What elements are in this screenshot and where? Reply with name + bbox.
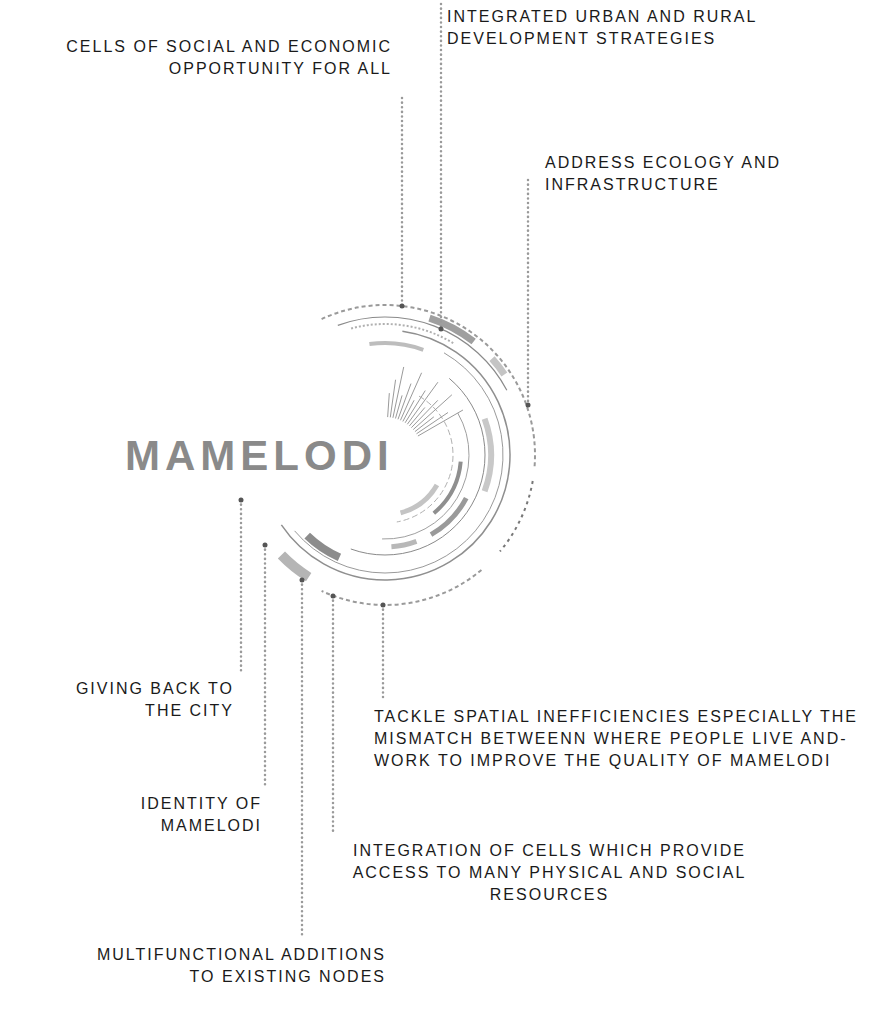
leader-line [382, 605, 385, 700]
label-text: GIVING BACK TO THE CITY [54, 678, 234, 722]
label-text: MULTIFUNCTIONAL ADDITIONS TO EXISTING NO… [66, 944, 386, 988]
radial-ticks [388, 367, 463, 436]
leader-line [401, 98, 404, 306]
leader-line [527, 180, 530, 405]
leader-line [301, 580, 304, 938]
label-text: TACKLE SPATIAL INEFFICIENCIES ESPECIALLY… [374, 706, 870, 772]
ring-arc [401, 485, 437, 513]
leader-dot [526, 403, 531, 408]
radial-tick [417, 413, 449, 434]
radial-tick [388, 393, 390, 417]
leader-dot [300, 578, 305, 583]
radial-tick [413, 395, 452, 430]
label-text: ADDRESS ECOLOGY AND INFRASTRUCTURE [545, 152, 810, 196]
ring-arc [351, 324, 454, 344]
label-text: CELLS OF SOCIAL AND ECONOMIC OPPORTUNITY… [42, 36, 392, 80]
ring-arc [369, 343, 423, 350]
ring-arc [322, 570, 482, 605]
ring-arc [281, 555, 308, 577]
ring-arc [429, 318, 473, 341]
leader-dot [400, 304, 405, 309]
radial-tick [393, 367, 404, 418]
label-text: INTEGRATED URBAN AND RURAL DEVELOPMENT S… [447, 6, 787, 50]
leader-line [440, 4, 443, 329]
radial-tick [390, 380, 395, 418]
leader-line [240, 500, 243, 672]
ring-arc [307, 536, 339, 558]
ring-arc [500, 481, 533, 551]
label-text: INTEGRATION OF CELLS WHICH PROVIDE ACCES… [337, 840, 762, 906]
ring-arc [492, 359, 504, 375]
leader-dot [439, 327, 444, 332]
leader-line [332, 596, 335, 834]
leader-line [264, 545, 267, 787]
label-text: IDENTITY OF MAMELODI [112, 793, 262, 837]
radial-tick [405, 391, 425, 423]
ring-arc [338, 317, 507, 390]
leader-dot [381, 603, 386, 608]
leader-dot [331, 594, 336, 599]
leader-dot [263, 543, 268, 548]
radial-tick [395, 395, 402, 418]
ring-arc [391, 541, 416, 546]
ring-arc [431, 498, 466, 534]
center-title: MAMELODI [125, 434, 394, 478]
radial-tick [418, 410, 463, 436]
radial-tick [407, 382, 438, 424]
ring-arc [397, 396, 453, 522]
leader-dot [239, 498, 244, 503]
